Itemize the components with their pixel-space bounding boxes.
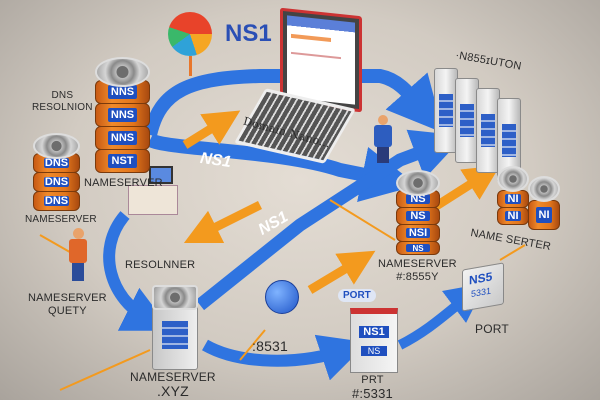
ns1-logo-text: NS1	[225, 20, 272, 47]
ns1-diagonal-arrow	[195, 129, 465, 311]
lower-loop-arrow	[103, 211, 172, 331]
resolver-label: RESOLNNER	[125, 259, 196, 271]
ns1-server-box: NS1 NS	[350, 308, 398, 373]
prt-label: PRT#:5331	[352, 374, 393, 400]
person-icon	[66, 228, 90, 283]
port-8531-label: :8531	[252, 338, 289, 354]
logo-stand	[189, 56, 192, 76]
nameserver-xyz-label: NAMESERVER.XYZ	[130, 370, 216, 399]
orange-arrow-1	[182, 110, 241, 149]
desk-laptop-icon	[128, 166, 178, 215]
orange-arrow-2	[183, 200, 263, 244]
port-label: PORT	[475, 322, 509, 336]
nameserver-8555-label: NAMESERVER#:8555Y	[378, 258, 457, 283]
ns5-box: NS5 5331	[462, 262, 504, 312]
orange-arrow-3	[307, 250, 376, 294]
nameserver-label: NAMESERVER	[84, 177, 163, 189]
globe-icon	[265, 280, 299, 314]
server-tower	[434, 68, 458, 153]
person-icon	[372, 115, 394, 165]
bottom-arrow	[202, 334, 368, 381]
right-bottom-arrow	[397, 282, 486, 350]
globe-logo-icon	[168, 12, 212, 56]
ns1-main-arrow	[146, 133, 418, 202]
upper-loop-arrow	[143, 69, 444, 137]
nameserver-label: NAMESERVER	[25, 214, 97, 225]
port-badge: PORT	[338, 289, 376, 302]
